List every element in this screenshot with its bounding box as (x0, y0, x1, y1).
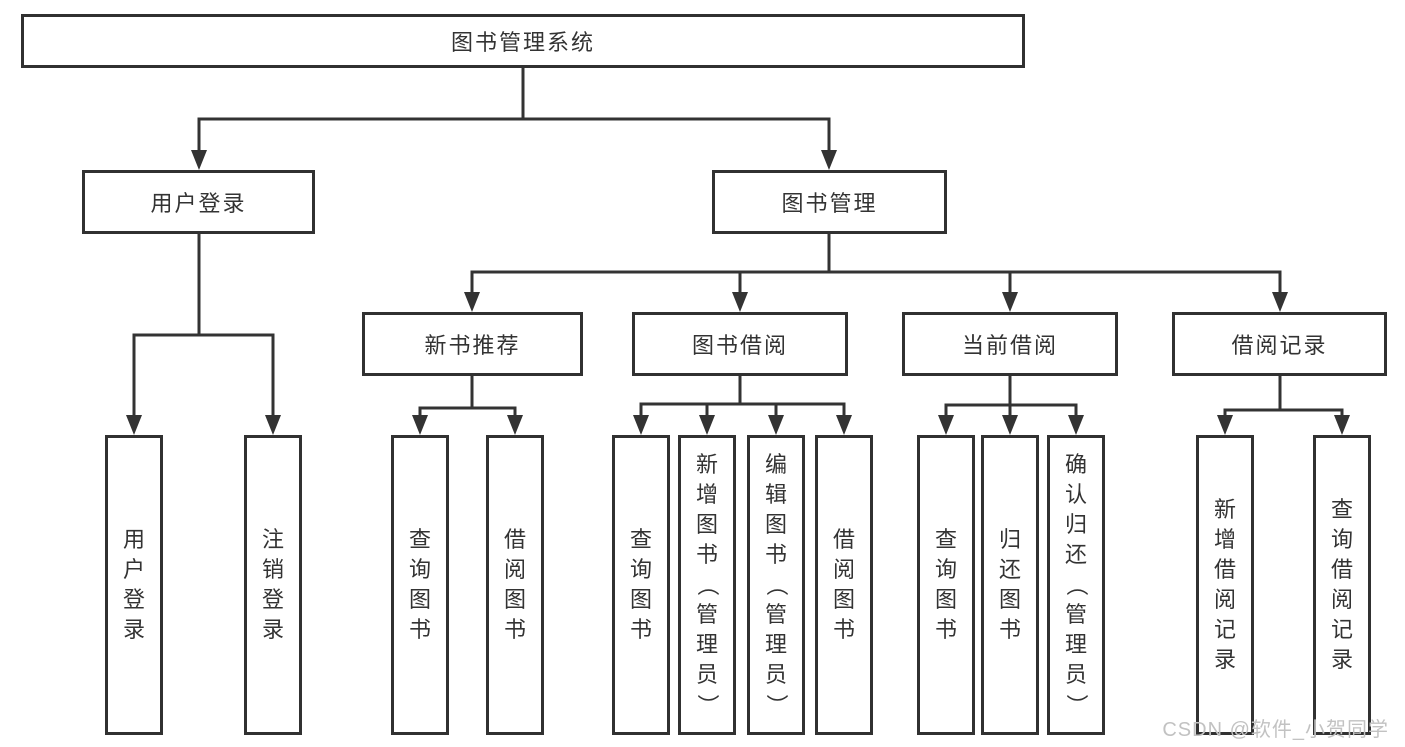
leaf-logout-login: 注销登录 (244, 435, 302, 735)
node-borrow-records: 借阅记录 (1172, 312, 1387, 376)
leaf-borrow-books: 借阅图书 (815, 435, 873, 735)
node-user-login: 用户登录 (82, 170, 315, 234)
leaf-borrow-books-recommend: 借阅图书 (486, 435, 544, 735)
node-root: 图书管理系统 (21, 14, 1025, 68)
leaf-add-borrow-record: 新增借阅记录 (1196, 435, 1254, 735)
leaf-add-book-admin: 新增图书（管理员） (678, 435, 736, 735)
node-book-borrow: 图书借阅 (632, 312, 848, 376)
leaf-return-book: 归还图书 (981, 435, 1039, 735)
leaf-user-login: 用户登录 (105, 435, 163, 735)
node-new-book-recommend: 新书推荐 (362, 312, 583, 376)
leaf-query-borrow-record: 查询借阅记录 (1313, 435, 1371, 735)
leaf-edit-book-admin: 编辑图书（管理员） (747, 435, 805, 735)
node-current-borrow: 当前借阅 (902, 312, 1118, 376)
leaf-query-books-borrow: 查询图书 (612, 435, 670, 735)
node-book-management: 图书管理 (712, 170, 947, 234)
leaf-query-books-recommend: 查询图书 (391, 435, 449, 735)
leaf-confirm-return-admin: 确认归还（管理员） (1047, 435, 1105, 735)
leaf-query-books-current: 查询图书 (917, 435, 975, 735)
